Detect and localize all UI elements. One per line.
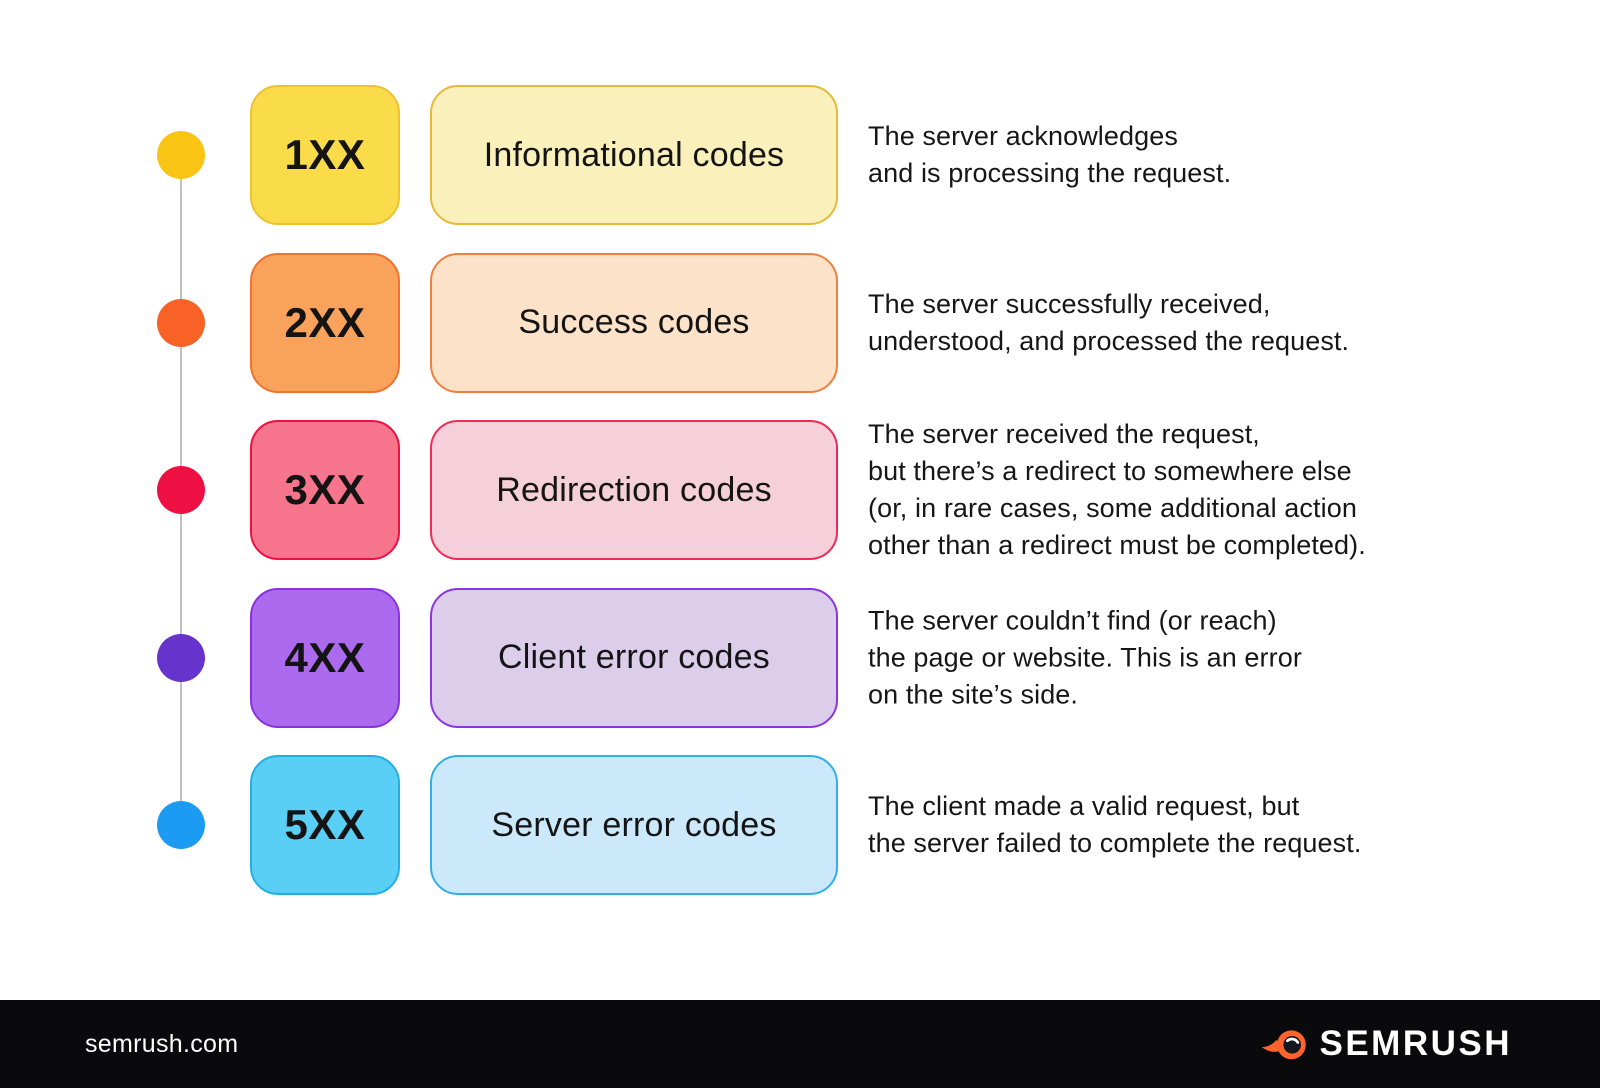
timeline-dot [157, 801, 205, 849]
semrush-flame-icon [1262, 1030, 1307, 1060]
brand-wordmark: SEMRUSH [1319, 1024, 1512, 1063]
category-box: Client error codes [430, 587, 838, 728]
status-code-badge: 5XX [250, 755, 400, 895]
status-code-badge: 2XX [250, 252, 400, 393]
status-code-row: 5XX Server error codes The client made a… [0, 755, 1600, 895]
category-box: Success codes [430, 252, 838, 393]
semrush-logo: SEMRUSH [1261, 1023, 1512, 1065]
footer-url[interactable]: semrush.com [85, 1029, 239, 1058]
status-code-badge: 1XX [250, 85, 400, 225]
status-code-description: The server received the request, but the… [868, 419, 1366, 560]
category-box: Informational codes [430, 85, 838, 225]
category-box: Redirection codes [430, 420, 838, 560]
status-code-row: 3XX Redirection codes The server receive… [0, 419, 1600, 560]
category-label: Success codes [518, 303, 750, 341]
category-box: Server error codes [430, 755, 838, 895]
timeline-dot [157, 131, 205, 179]
timeline-dot [157, 466, 205, 514]
status-code-badge: 4XX [250, 587, 400, 728]
status-code-row: 2XX Success codes The server successfull… [0, 252, 1600, 393]
status-code-description: The client made a valid request, but the… [868, 791, 1362, 858]
status-code-label: 2XX [284, 298, 366, 346]
category-label: Client error codes [498, 638, 770, 676]
status-code-badge: 3XX [250, 420, 400, 560]
status-code-description: The server couldn’t find (or reach) the … [868, 605, 1302, 709]
category-label: Redirection codes [496, 470, 772, 509]
status-code-label: 1XX [284, 131, 366, 178]
timeline-dot [157, 298, 205, 347]
status-code-description: The server successfully received, unders… [868, 288, 1350, 356]
footer-bar: semrush.com SEMRUSH [0, 1000, 1600, 1088]
status-code-label: 5XX [284, 801, 366, 848]
status-code-row: 1XX Informational codes The server ackno… [0, 85, 1600, 225]
status-code-description: The server acknowledges and is processin… [868, 121, 1232, 188]
status-code-label: 4XX [284, 633, 366, 681]
category-label: Informational codes [483, 135, 785, 174]
status-code-row: 4XX Client error codes The server couldn… [0, 587, 1600, 728]
category-label: Server error codes [491, 805, 777, 844]
timeline-dot [157, 633, 205, 682]
status-code-label: 3XX [284, 466, 366, 513]
